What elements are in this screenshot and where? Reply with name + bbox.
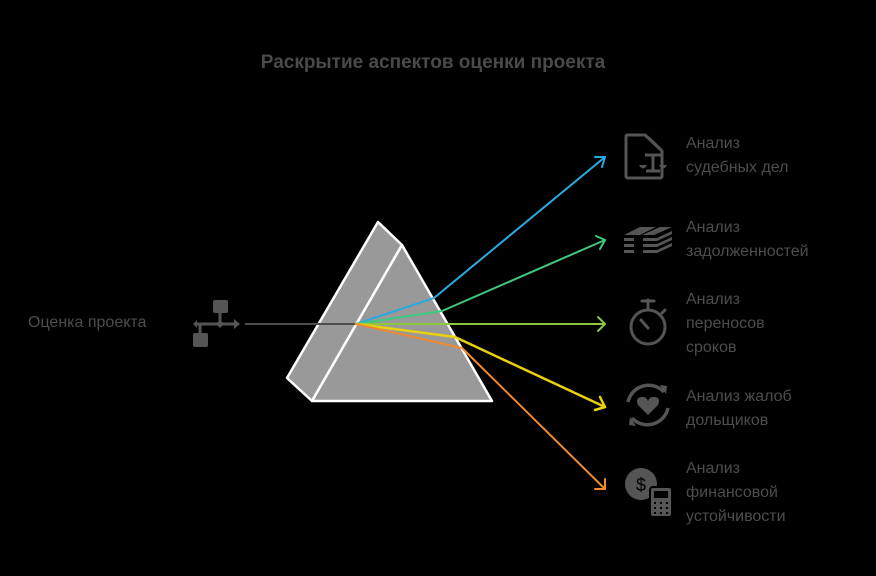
money-calculator-icon: $ bbox=[625, 468, 673, 518]
output-label-line: Анализ bbox=[686, 460, 741, 477]
svg-text:$: $ bbox=[636, 475, 646, 495]
beam-deadlines bbox=[355, 316, 606, 332]
output-label-line: сроков bbox=[686, 339, 737, 356]
output-label-line: дольщиков bbox=[686, 412, 769, 429]
source-label: Оценка проекта bbox=[28, 314, 147, 331]
output-label-debt: Анализ задолженностей bbox=[686, 216, 809, 264]
flow-chart-icon bbox=[193, 300, 240, 347]
output-label-line: судебных дел bbox=[686, 159, 789, 176]
output-label-legal: Анализ судебных дел bbox=[686, 132, 789, 180]
output-label-line: Анализ bbox=[686, 219, 741, 236]
output-label-line: финансовой bbox=[686, 484, 778, 501]
output-label-complaints: Анализ жалоб дольщиков bbox=[686, 385, 792, 433]
output-label-deadlines: Анализ переносов сроков bbox=[686, 288, 765, 360]
debt-stack-icon bbox=[624, 227, 672, 253]
output-label-line: Анализ жалоб bbox=[686, 388, 792, 405]
prism bbox=[285, 220, 494, 403]
output-label-line: устойчивости bbox=[686, 508, 786, 525]
output-label-line: Анализ bbox=[686, 291, 741, 308]
beam-legal bbox=[355, 156, 606, 325]
legal-document-scales-icon bbox=[624, 133, 667, 180]
output-label-line: задолженностей bbox=[686, 243, 809, 260]
output-label-finance: Анализ финансовой устойчивости bbox=[686, 457, 786, 529]
stopwatch-icon bbox=[629, 298, 667, 346]
heart-refresh-icon bbox=[626, 383, 670, 427]
beam-finance bbox=[355, 323, 606, 490]
output-label-line: Анализ bbox=[686, 135, 741, 152]
beam-complaints bbox=[354, 322, 607, 412]
beam-debt bbox=[355, 235, 606, 325]
diagram-title: Раскрытие аспектов оценки проекта bbox=[260, 52, 606, 73]
output-label-line: переносов bbox=[686, 315, 765, 332]
